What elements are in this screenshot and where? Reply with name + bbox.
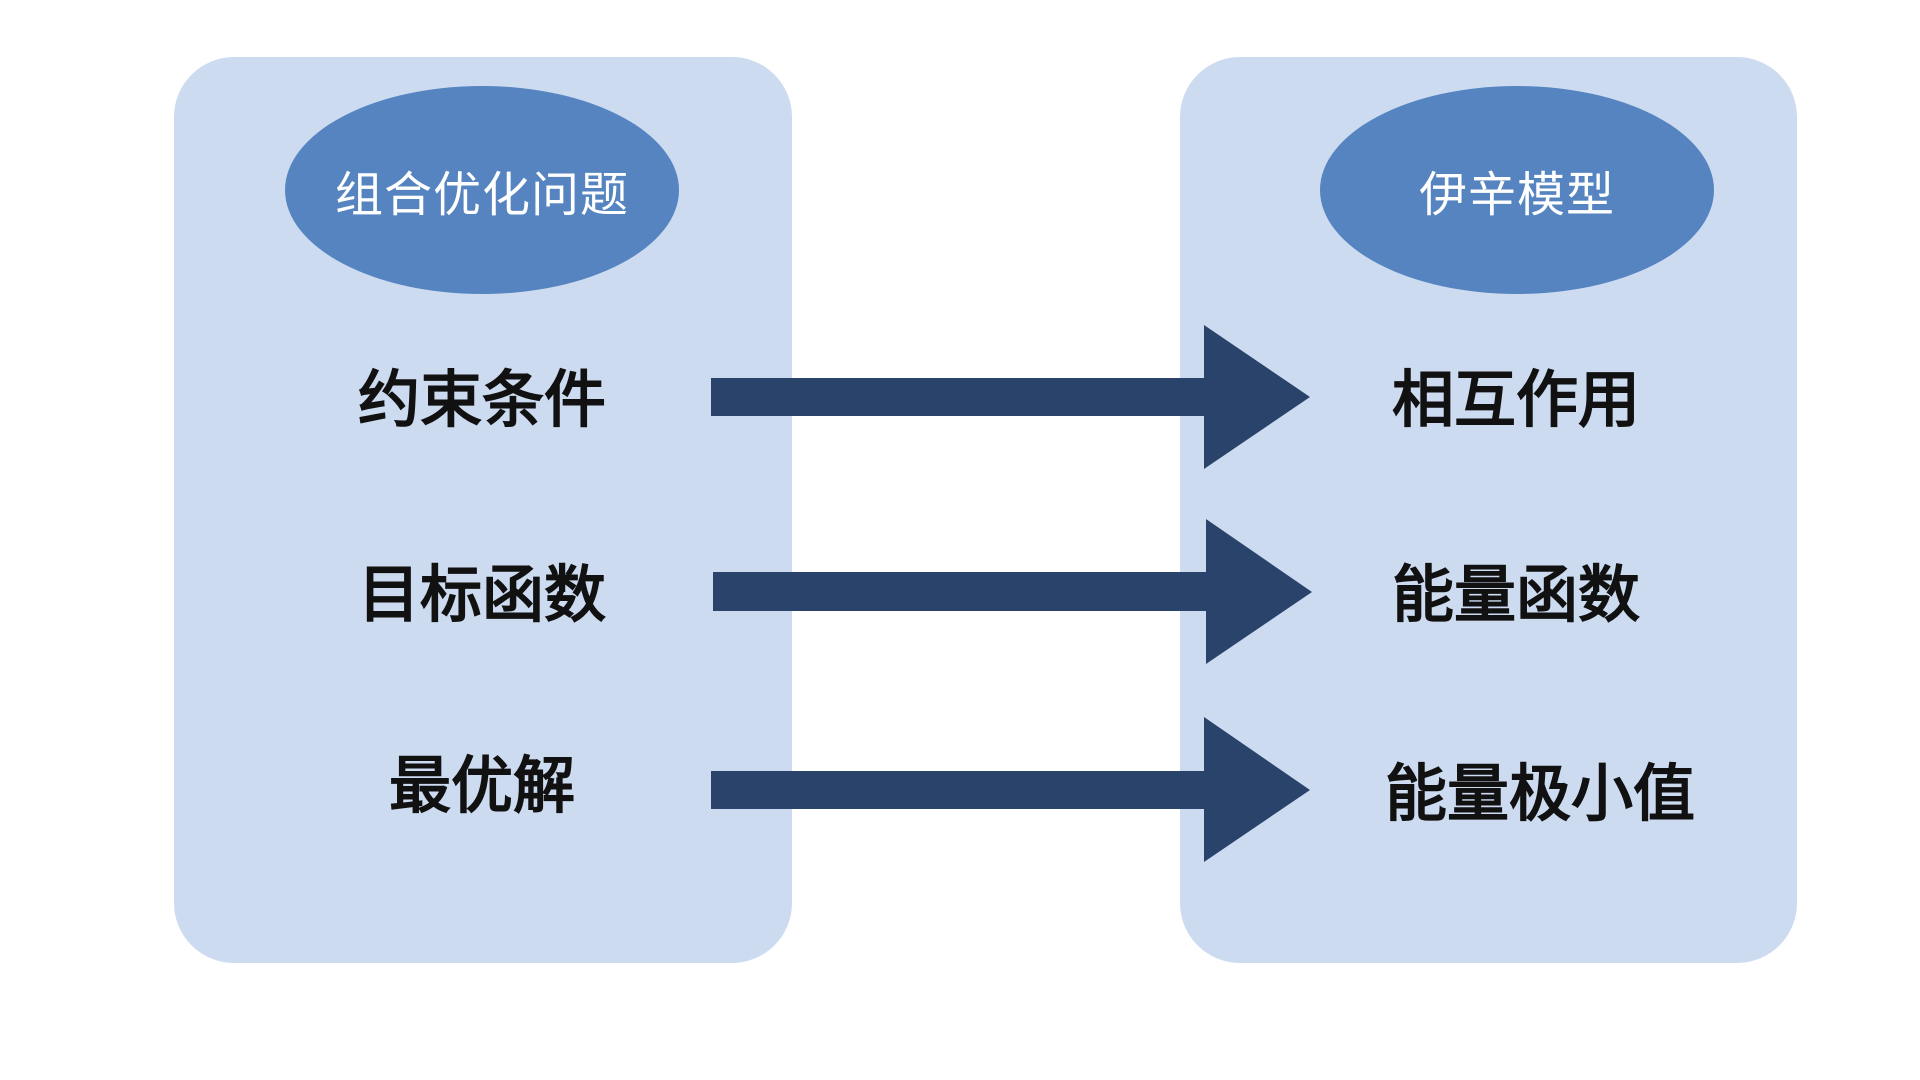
arrow-constraints-to-interaction [711, 325, 1310, 469]
right-item-interaction: 相互作用 [1391, 363, 1641, 436]
arrow-objective-to-energy-function [713, 519, 1312, 664]
left-header: 组合优化问题 [285, 86, 679, 294]
left-header-label: 组合优化问题 [334, 167, 629, 223]
arrow-optimal-to-energy-minimum [711, 717, 1310, 862]
right-item-energy-function: 能量函数 [1391, 558, 1641, 631]
left-item-constraints: 约束条件 [357, 363, 607, 436]
right-item-energy-minimum: 能量极小值 [1384, 757, 1696, 830]
right-header-label: 伊辛模型 [1418, 167, 1615, 223]
left-item-optimal-solution: 最优解 [388, 749, 576, 822]
right-header: 伊辛模型 [1320, 86, 1714, 294]
left-item-objective: 目标函数 [357, 558, 607, 631]
